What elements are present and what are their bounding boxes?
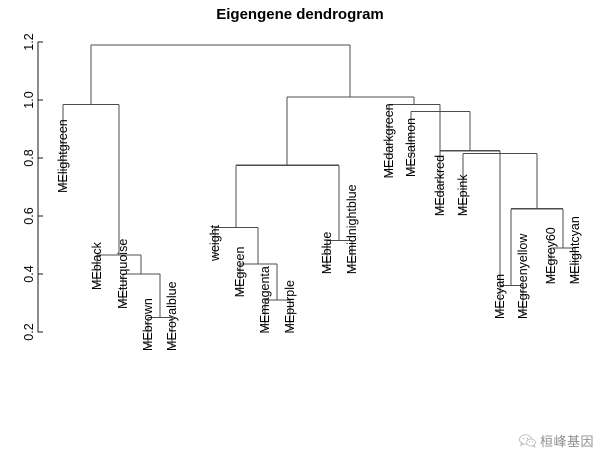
y-axis-line — [37, 41, 43, 333]
leaf-label: MEblue — [320, 232, 334, 274]
leaf-label: MEpurple — [283, 280, 297, 334]
leaf-label: MEgreen — [233, 247, 247, 298]
leaf-label: MEgreenyellow — [516, 233, 530, 319]
leaf-label: MEmidnightblue — [345, 184, 359, 274]
leaf-label: MElightgreen — [56, 119, 70, 193]
leaf-label: MEcyan — [493, 274, 507, 319]
page-title: Eigengene dendrogram — [216, 6, 384, 23]
leaf-label: MEdarkgreen — [382, 103, 396, 178]
y-axis-tick-label: 0.2 — [22, 323, 36, 340]
y-axis-tick-label: 0.4 — [22, 265, 36, 282]
leaf-label: weight — [208, 224, 222, 262]
y-axis-tick-label: 1.2 — [22, 33, 36, 50]
leaf-label: MEbrown — [141, 298, 155, 351]
leaf-label: MElightcyan — [568, 216, 582, 284]
y-axis: 0.2 0.4 0.6 0.8 1.0 1.2 — [22, 33, 43, 341]
leaf-label: MEturquoise — [116, 239, 130, 309]
leaf-label: MEpink — [456, 174, 470, 216]
leaf-label: MEblack — [90, 241, 104, 290]
leaf-label: MEroyalblue — [165, 281, 179, 351]
leaf-label: MEgrey60 — [544, 227, 558, 284]
watermark: 桓峰基因 — [519, 431, 594, 450]
y-axis-tick-label: 0.6 — [22, 207, 36, 224]
leaf-label: MEdarkred — [433, 155, 447, 216]
wechat-icon — [519, 433, 536, 448]
leaf-label: MEmagenta — [258, 266, 272, 333]
leaf-label: MEsalmon — [404, 118, 418, 177]
y-axis-tick-label: 0.8 — [22, 149, 36, 166]
y-axis-tick-label: 1.0 — [22, 91, 36, 108]
dendrogram-tree — [62, 44, 576, 347]
watermark-text: 桓峰基因 — [539, 435, 594, 450]
